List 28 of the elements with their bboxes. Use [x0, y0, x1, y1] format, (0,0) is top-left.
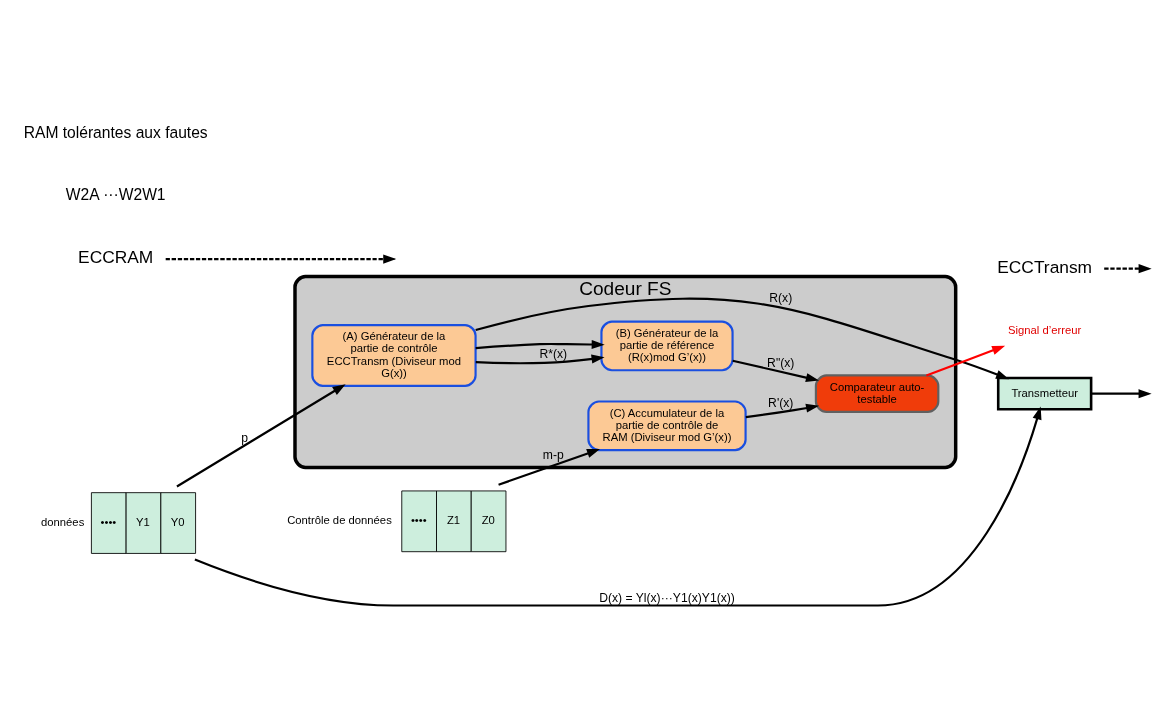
- arrow: [475, 339, 605, 350]
- arrow: [475, 354, 605, 365]
- label: W2A ···W2W1: [65, 186, 166, 204]
- arrow: [926, 345, 1006, 377]
- node-box: (B) Générateur de la partie de référence (R(x)mod G’(x)): [600, 320, 734, 372]
- arrow: [732, 359, 819, 383]
- node-box: Transmetteur: [996, 376, 1093, 411]
- edge-label: R*(x): [539, 347, 568, 362]
- arrow: [194, 406, 1042, 607]
- arrow: [745, 403, 820, 419]
- node-label: Contrôle de données: [287, 514, 392, 527]
- arrow: [176, 384, 346, 488]
- label: RAM tolérantes aux fautes: [23, 123, 208, 141]
- arrow: [475, 297, 1010, 380]
- edge-label: p: [241, 430, 249, 445]
- node-text: Signal d’erreur: [1008, 324, 1082, 337]
- edge-label: D(x) = Yl(x)···Y1(x)Y1(x)): [599, 591, 735, 606]
- edge-label: R"(x): [767, 355, 795, 370]
- node-box: Comparateur auto-testable: [814, 374, 940, 413]
- node-text: ECCRAM: [78, 247, 154, 268]
- node-box: (A) Générateur de la partie de contrôle ECCTransm (Diviseur mod G(x)): [311, 324, 477, 387]
- arrow: [498, 449, 600, 486]
- edge-label: R'(x): [768, 395, 794, 410]
- node-text: ECCTransm: [997, 257, 1093, 278]
- node-box: (C) Accumulateur de la partie de contrôle de RAM (Diviseur mod G’(x)): [587, 400, 747, 452]
- edge-label: R(x): [769, 290, 793, 305]
- edge-label: m-p: [542, 447, 564, 462]
- node-label: données: [41, 516, 85, 528]
